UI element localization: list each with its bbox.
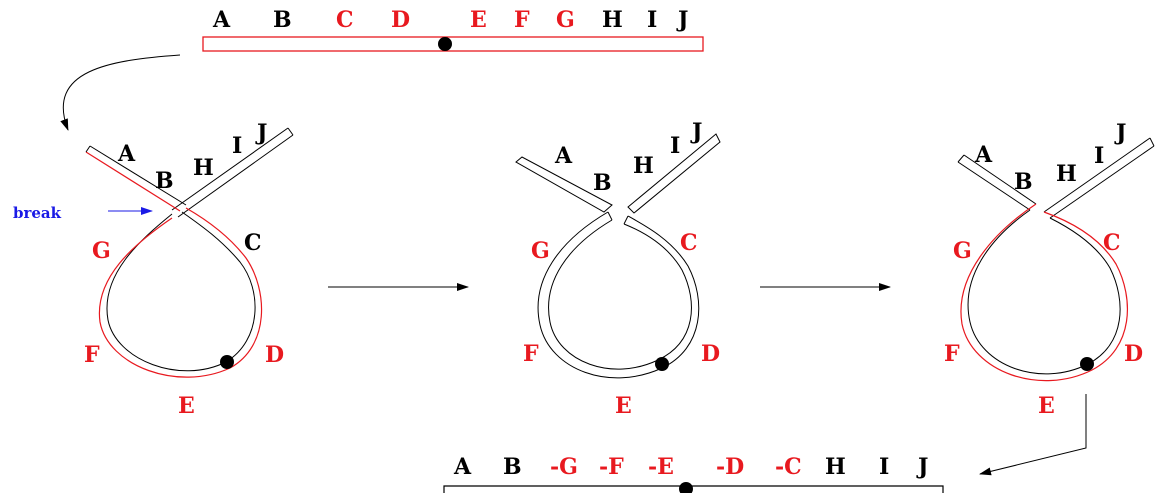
loop1-loop-black-inner xyxy=(106,211,256,372)
loop2-centromere xyxy=(655,357,669,371)
loop2-label-C: C xyxy=(680,230,698,256)
loop2-label-A: A xyxy=(554,143,573,169)
loop1: A B H I J C G F E D break xyxy=(13,120,294,419)
loop2-loop-inner xyxy=(548,219,692,370)
bottom-label-A: A xyxy=(453,454,472,480)
loop2-arm-right xyxy=(627,133,721,214)
loop2: A B H I J G C F D E xyxy=(515,119,721,419)
loop3-label-G: G xyxy=(953,238,972,264)
loop2-label-H: H xyxy=(633,153,654,179)
loop2-label-B: B xyxy=(593,170,612,196)
bottom-label-negF: -F xyxy=(599,454,624,480)
loop2-label-G: G xyxy=(531,238,550,264)
loop1-arm-left-red xyxy=(85,151,181,212)
loop2-label-F: F xyxy=(523,341,539,367)
loop3-centromere xyxy=(1080,357,1094,371)
loop1-label-F: F xyxy=(84,342,100,368)
loop1-label-B: B xyxy=(155,168,174,194)
loop3-label-J: J xyxy=(1114,120,1126,146)
top-label-A: A xyxy=(212,7,231,33)
break-label: break xyxy=(13,204,62,222)
loop2-arm-left xyxy=(515,156,613,213)
loop3-label-I: I xyxy=(1094,143,1104,169)
top-label-H: H xyxy=(602,7,623,33)
loop3-label-B: B xyxy=(1014,169,1033,195)
loop3-arm-left-end xyxy=(957,154,965,163)
bottom-label-negD: -D xyxy=(716,454,744,480)
loop3-label-A: A xyxy=(974,142,993,168)
top-label-G: G xyxy=(556,7,575,33)
arrow-loop3-to-bottom xyxy=(979,394,1087,476)
top-label-D: D xyxy=(391,7,410,33)
loop3: A B H I J G C F D E xyxy=(944,120,1155,419)
loop3-label-D: D xyxy=(1124,341,1143,367)
top-label-I: I xyxy=(647,7,657,33)
bottom-centromere xyxy=(679,482,693,493)
loop3-arm-right-b xyxy=(1049,145,1155,219)
loop2-break-right xyxy=(623,215,629,225)
loop1-label-J: J xyxy=(255,120,267,146)
top-label-C: C xyxy=(336,7,354,33)
bottom-chromosome-bar xyxy=(443,485,944,493)
loop3-arm-right-end xyxy=(1149,137,1155,147)
loop3-label-F: F xyxy=(944,341,960,367)
loop1-loop-red-outer xyxy=(98,207,263,378)
loop1-label-C: C xyxy=(244,230,262,256)
loop3-arm-left-a xyxy=(957,161,1031,211)
loop1-arm-right-end xyxy=(287,127,294,136)
loop2-label-E: E xyxy=(615,393,632,419)
top-chromosome: A B C D E F G H I J xyxy=(202,7,704,52)
top-chromosome-bar xyxy=(202,36,704,52)
loop1-label-G: G xyxy=(92,238,111,264)
loop1-label-E: E xyxy=(178,393,195,419)
loop2-loop-outer xyxy=(537,211,700,379)
loop3-label-C: C xyxy=(1103,230,1121,256)
top-centromere xyxy=(438,37,452,51)
loop2-label-I: I xyxy=(670,133,680,159)
loop1-arm-left-black xyxy=(89,145,187,206)
top-label-F: F xyxy=(514,7,530,33)
bottom-label-negE: -E xyxy=(648,454,674,480)
loop1-arm-left-end xyxy=(85,145,91,153)
loop1-label-H: H xyxy=(193,155,214,181)
bottom-label-negC: -C xyxy=(775,454,802,480)
loop1-arm-right-inner xyxy=(177,134,294,218)
bottom-label-J: J xyxy=(916,454,928,480)
bottom-label-H: H xyxy=(825,454,846,480)
loop3-arm-left-b xyxy=(963,154,1037,205)
bottom-label-I: I xyxy=(879,454,889,480)
loop2-label-J: J xyxy=(690,119,702,145)
loop1-label-I: I xyxy=(232,133,242,159)
bottom-label-B: B xyxy=(503,454,522,480)
loop1-arm-right-outer xyxy=(171,127,289,211)
loop2-break-left xyxy=(607,211,613,221)
loop1-label-A: A xyxy=(117,141,136,167)
loop2-label-D: D xyxy=(701,341,720,367)
loop3-label-H: H xyxy=(1056,161,1077,187)
loop3-loop-red xyxy=(960,203,1128,382)
loop3-label-E: E xyxy=(1038,393,1055,419)
loop3-loop-black xyxy=(967,209,1121,375)
arrow-top-to-loop1 xyxy=(60,54,181,131)
loop1-centromere xyxy=(220,355,234,369)
loop1-label-D: D xyxy=(265,342,284,368)
bottom-label-negG: -G xyxy=(550,454,578,480)
top-label-E: E xyxy=(470,7,487,33)
bottom-chromosome: A B -G -F -E -D -C H I J xyxy=(443,454,944,493)
top-label-J: J xyxy=(676,7,688,33)
loop3-arm-right-a xyxy=(1043,137,1151,213)
top-label-B: B xyxy=(273,7,292,33)
